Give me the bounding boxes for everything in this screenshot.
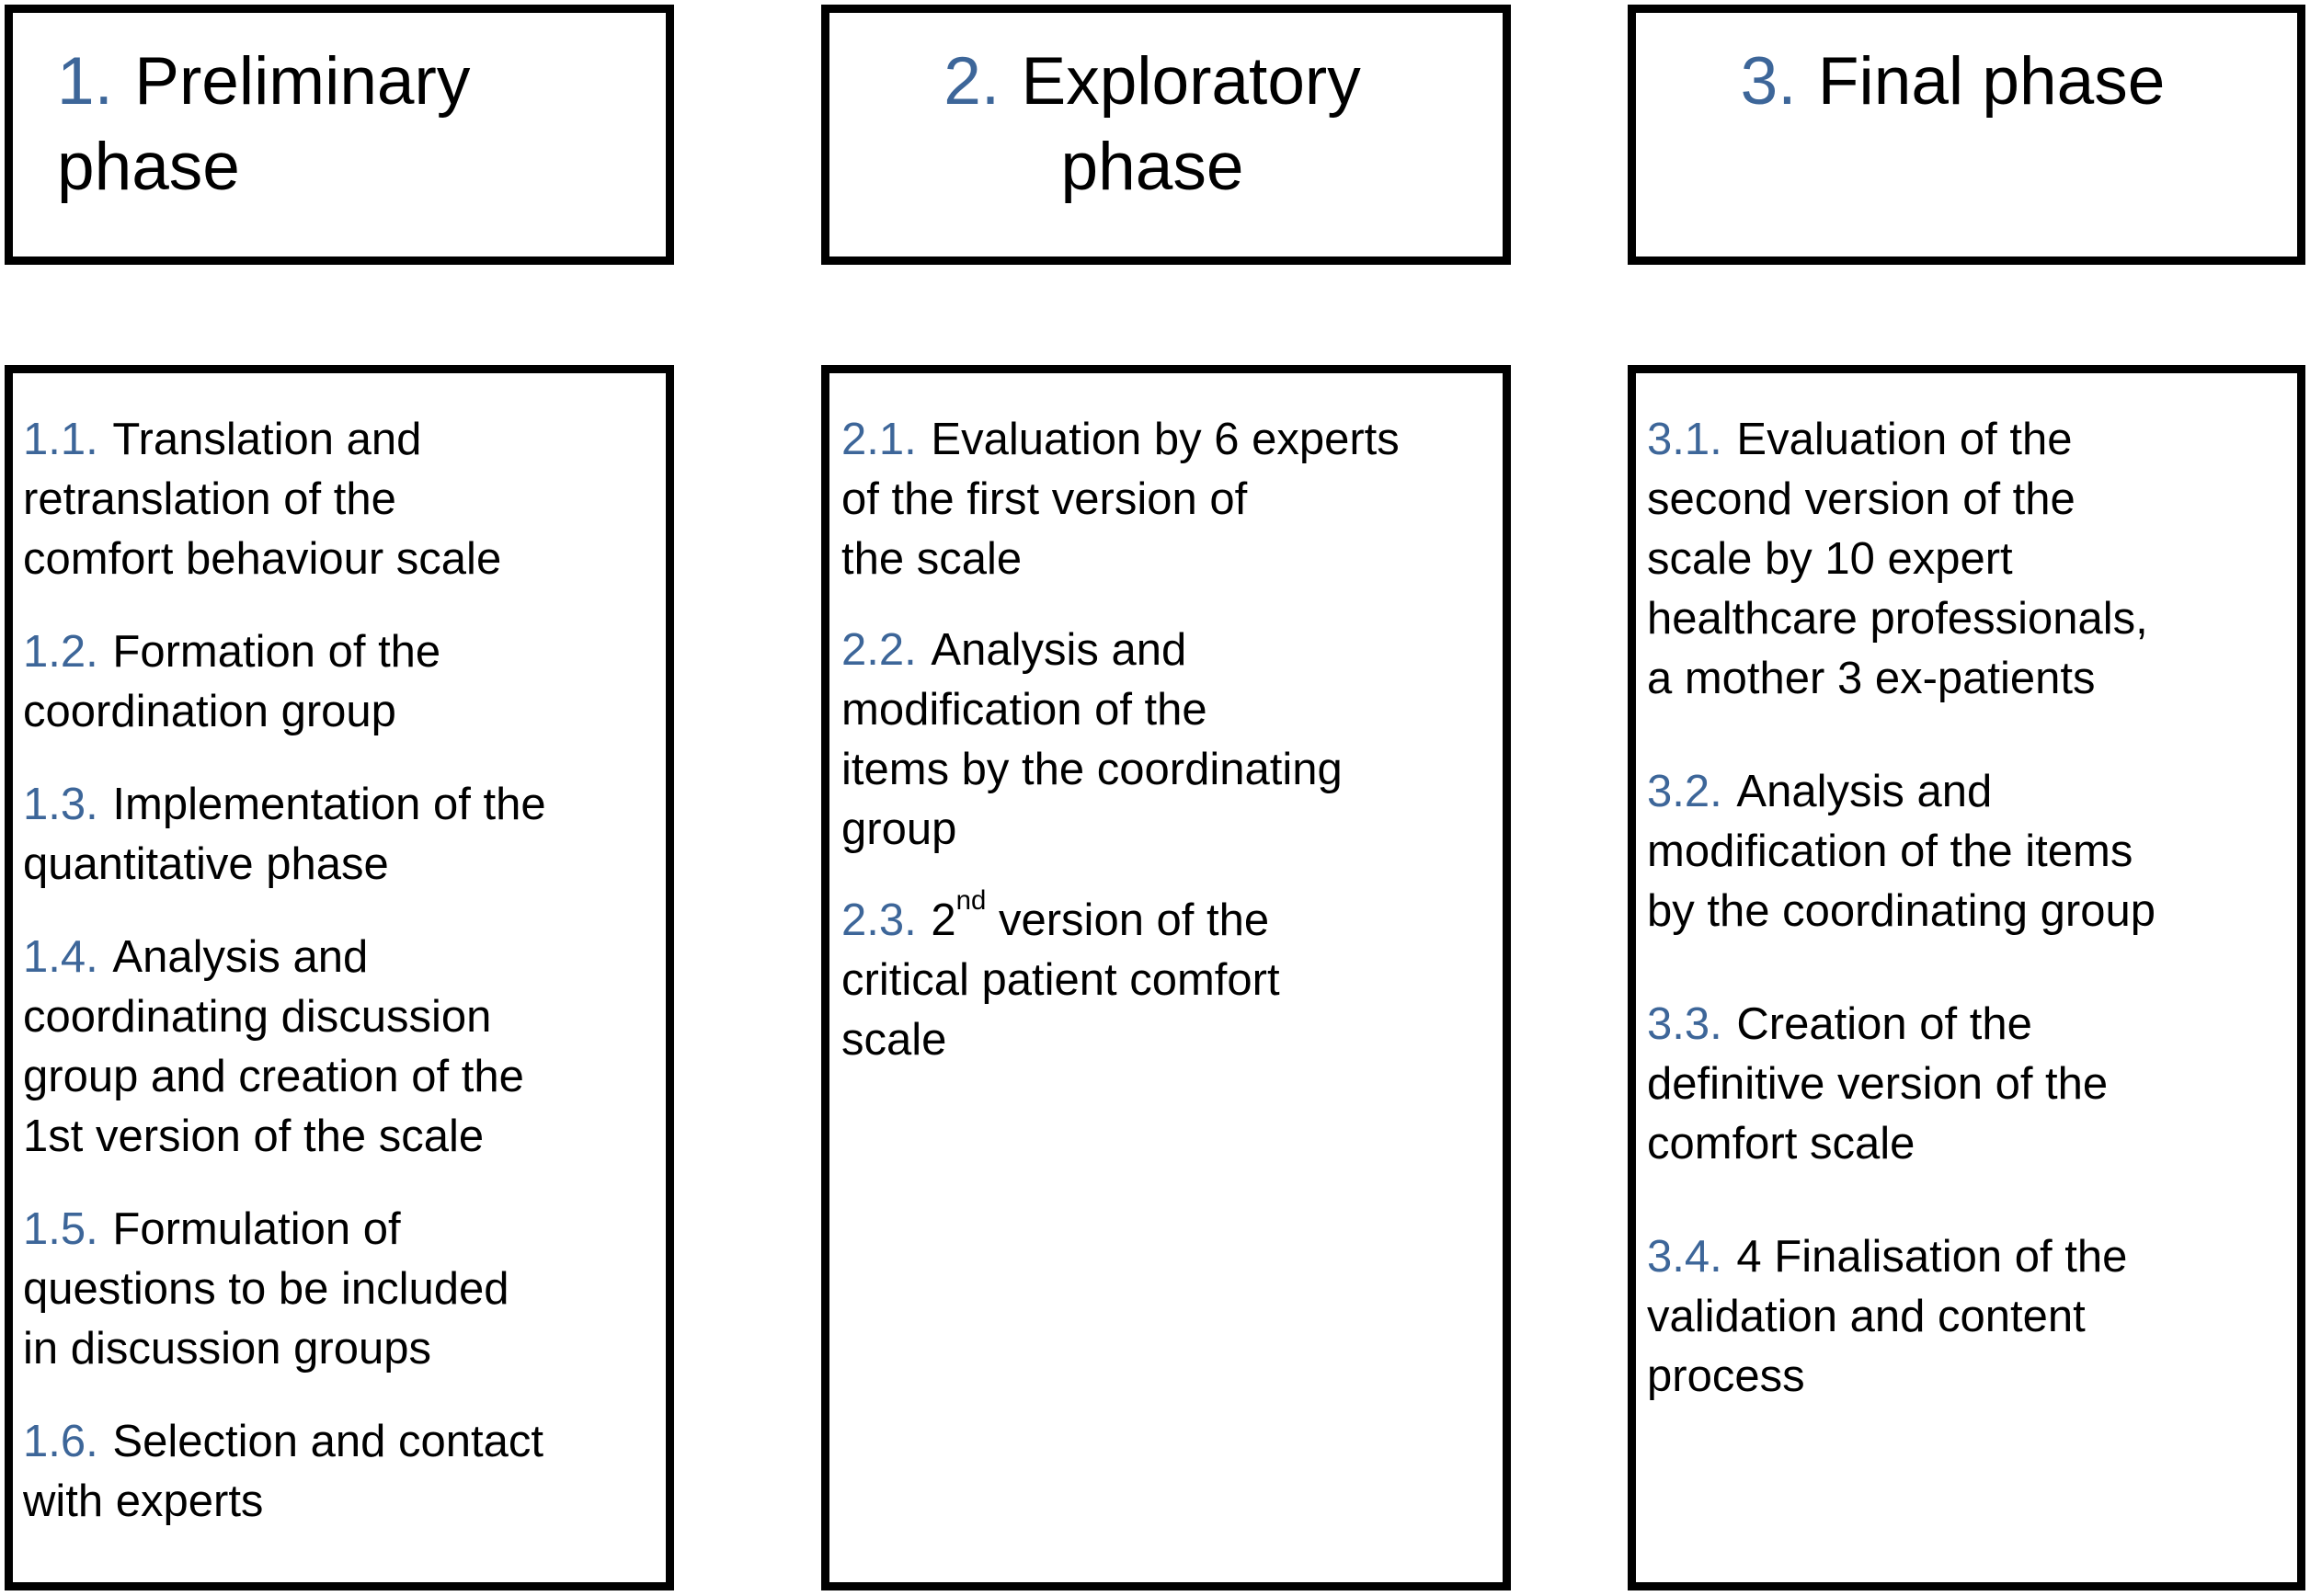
step-number: 1.4. xyxy=(23,932,98,982)
step-text: Implementation of the quantitative phase xyxy=(23,780,546,889)
step-item-3-3: 3.3.Creation of the definitive version o… xyxy=(1647,995,2284,1174)
step-number: 1.3. xyxy=(23,780,98,829)
step-item-3-4: 3.4.4 Finalisation of the validation and… xyxy=(1647,1227,2284,1407)
step-item-1-2: 1.2.Formation of the coordination group xyxy=(23,622,653,742)
step-item-1-3: 1.3.Implementation of the quantitative p… xyxy=(23,775,653,895)
step-number: 3.2. xyxy=(1647,767,1722,816)
ordinal-superscript: nd xyxy=(955,884,987,916)
step-item-1-6: 1.6.Selection and contact with experts xyxy=(23,1412,653,1532)
step-text: Creation of the definitive version of th… xyxy=(1647,999,2109,1168)
step-item-1-1: 1.1.Translation and retranslation of the… xyxy=(23,410,653,589)
step-number: 1.2. xyxy=(23,627,98,677)
step-item-2-1: 2.1.Evaluation by 6 experts of the first… xyxy=(841,410,1490,589)
step-text: 4 Finalisation of the validation and con… xyxy=(1647,1232,2128,1401)
step-item-3-2: 3.2.Analysis and modification of the ite… xyxy=(1647,762,2284,941)
step-number: 1.6. xyxy=(23,1417,98,1466)
step-item-1-4: 1.4.Analysis and coordinating discussion… xyxy=(23,928,653,1167)
step-text: Selection and contact with experts xyxy=(23,1417,543,1526)
step-number: 1.1. xyxy=(23,415,98,464)
step-item-2-3: 2.3. 2nd version of the critical patient … xyxy=(841,886,1490,1070)
step-text: Evaluation by 6 experts of the first ver… xyxy=(841,415,1400,584)
step-number: 1.5. xyxy=(23,1204,98,1254)
step-number: 2.3. xyxy=(841,895,917,945)
step-text: Analysis and modification of the items b… xyxy=(841,625,1343,854)
phase-3-header-box: 3. Final phase xyxy=(1628,5,2305,265)
step-number: 3.3. xyxy=(1647,999,1722,1049)
phase-3-steps-box: 3.1.Evaluation of the second version of … xyxy=(1628,365,2305,1590)
step-text: Formulation of questions to be included … xyxy=(23,1204,509,1374)
step-text: Evaluation of the second version of the … xyxy=(1647,415,2148,703)
step-item-1-5: 1.5.Formulation of questions to be inclu… xyxy=(23,1200,653,1379)
step-number: 3.1. xyxy=(1647,415,1722,464)
step-text: version of the critical patient comfort … xyxy=(841,895,1280,1065)
phase-2-header-box: 2. Exploratory phase xyxy=(821,5,1511,265)
phase-1-header-number: 1. xyxy=(57,44,113,119)
step-text: 2 xyxy=(931,895,956,945)
phase-1-header-box: 1.Preliminary phase xyxy=(5,5,674,265)
phase-3-header-title: Final phase xyxy=(1817,44,2166,119)
phase-2-steps-box: 2.1.Evaluation by 6 experts of the first… xyxy=(821,365,1511,1590)
step-number: 2.2. xyxy=(841,625,917,675)
step-text: Analysis and coordinating discussion gro… xyxy=(23,932,524,1161)
phase-1-header-title: Preliminary phase xyxy=(57,44,471,204)
step-text: Formation of the coordination group xyxy=(23,627,441,736)
step-text: Analysis and modification of the items b… xyxy=(1647,767,2156,936)
phase-1-steps-box: 1.1.Translation and retranslation of the… xyxy=(5,365,674,1590)
phase-3-header-number: 3. xyxy=(1740,44,1797,119)
step-item-3-1: 3.1.Evaluation of the second version of … xyxy=(1647,410,2284,709)
step-item-2-2: 2.2.Analysis and modification of the ite… xyxy=(841,621,1490,860)
phase-2-header-title: Exploratory phase xyxy=(1021,44,1361,204)
step-number: 3.4. xyxy=(1647,1232,1722,1282)
step-number: 2.1. xyxy=(841,415,917,464)
phase-2-header-number: 2. xyxy=(943,44,1001,119)
step-text: Translation and retranslation of the com… xyxy=(23,415,502,584)
